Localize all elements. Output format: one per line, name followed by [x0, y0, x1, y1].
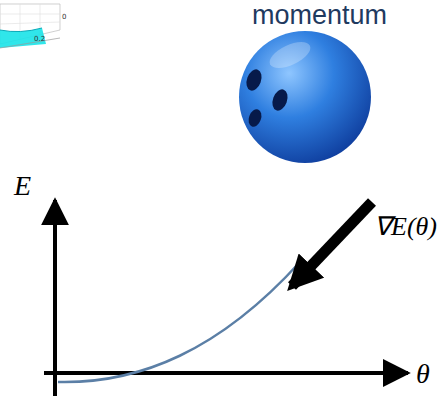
energy-curve	[58, 262, 300, 382]
theta-axis	[44, 371, 408, 375]
title-label: momentum	[252, 2, 387, 29]
surface-plot	[0, 4, 60, 48]
tick-label: 0.2	[34, 36, 45, 43]
tick-label: 0	[62, 14, 66, 21]
gradient-label: ∇E(θ)	[374, 214, 437, 240]
axis-label: θ	[416, 360, 430, 388]
gradient-arrow	[292, 202, 372, 286]
energy-axis	[53, 200, 57, 396]
bowling-ball	[239, 31, 371, 163]
axis-label: E	[14, 172, 31, 200]
